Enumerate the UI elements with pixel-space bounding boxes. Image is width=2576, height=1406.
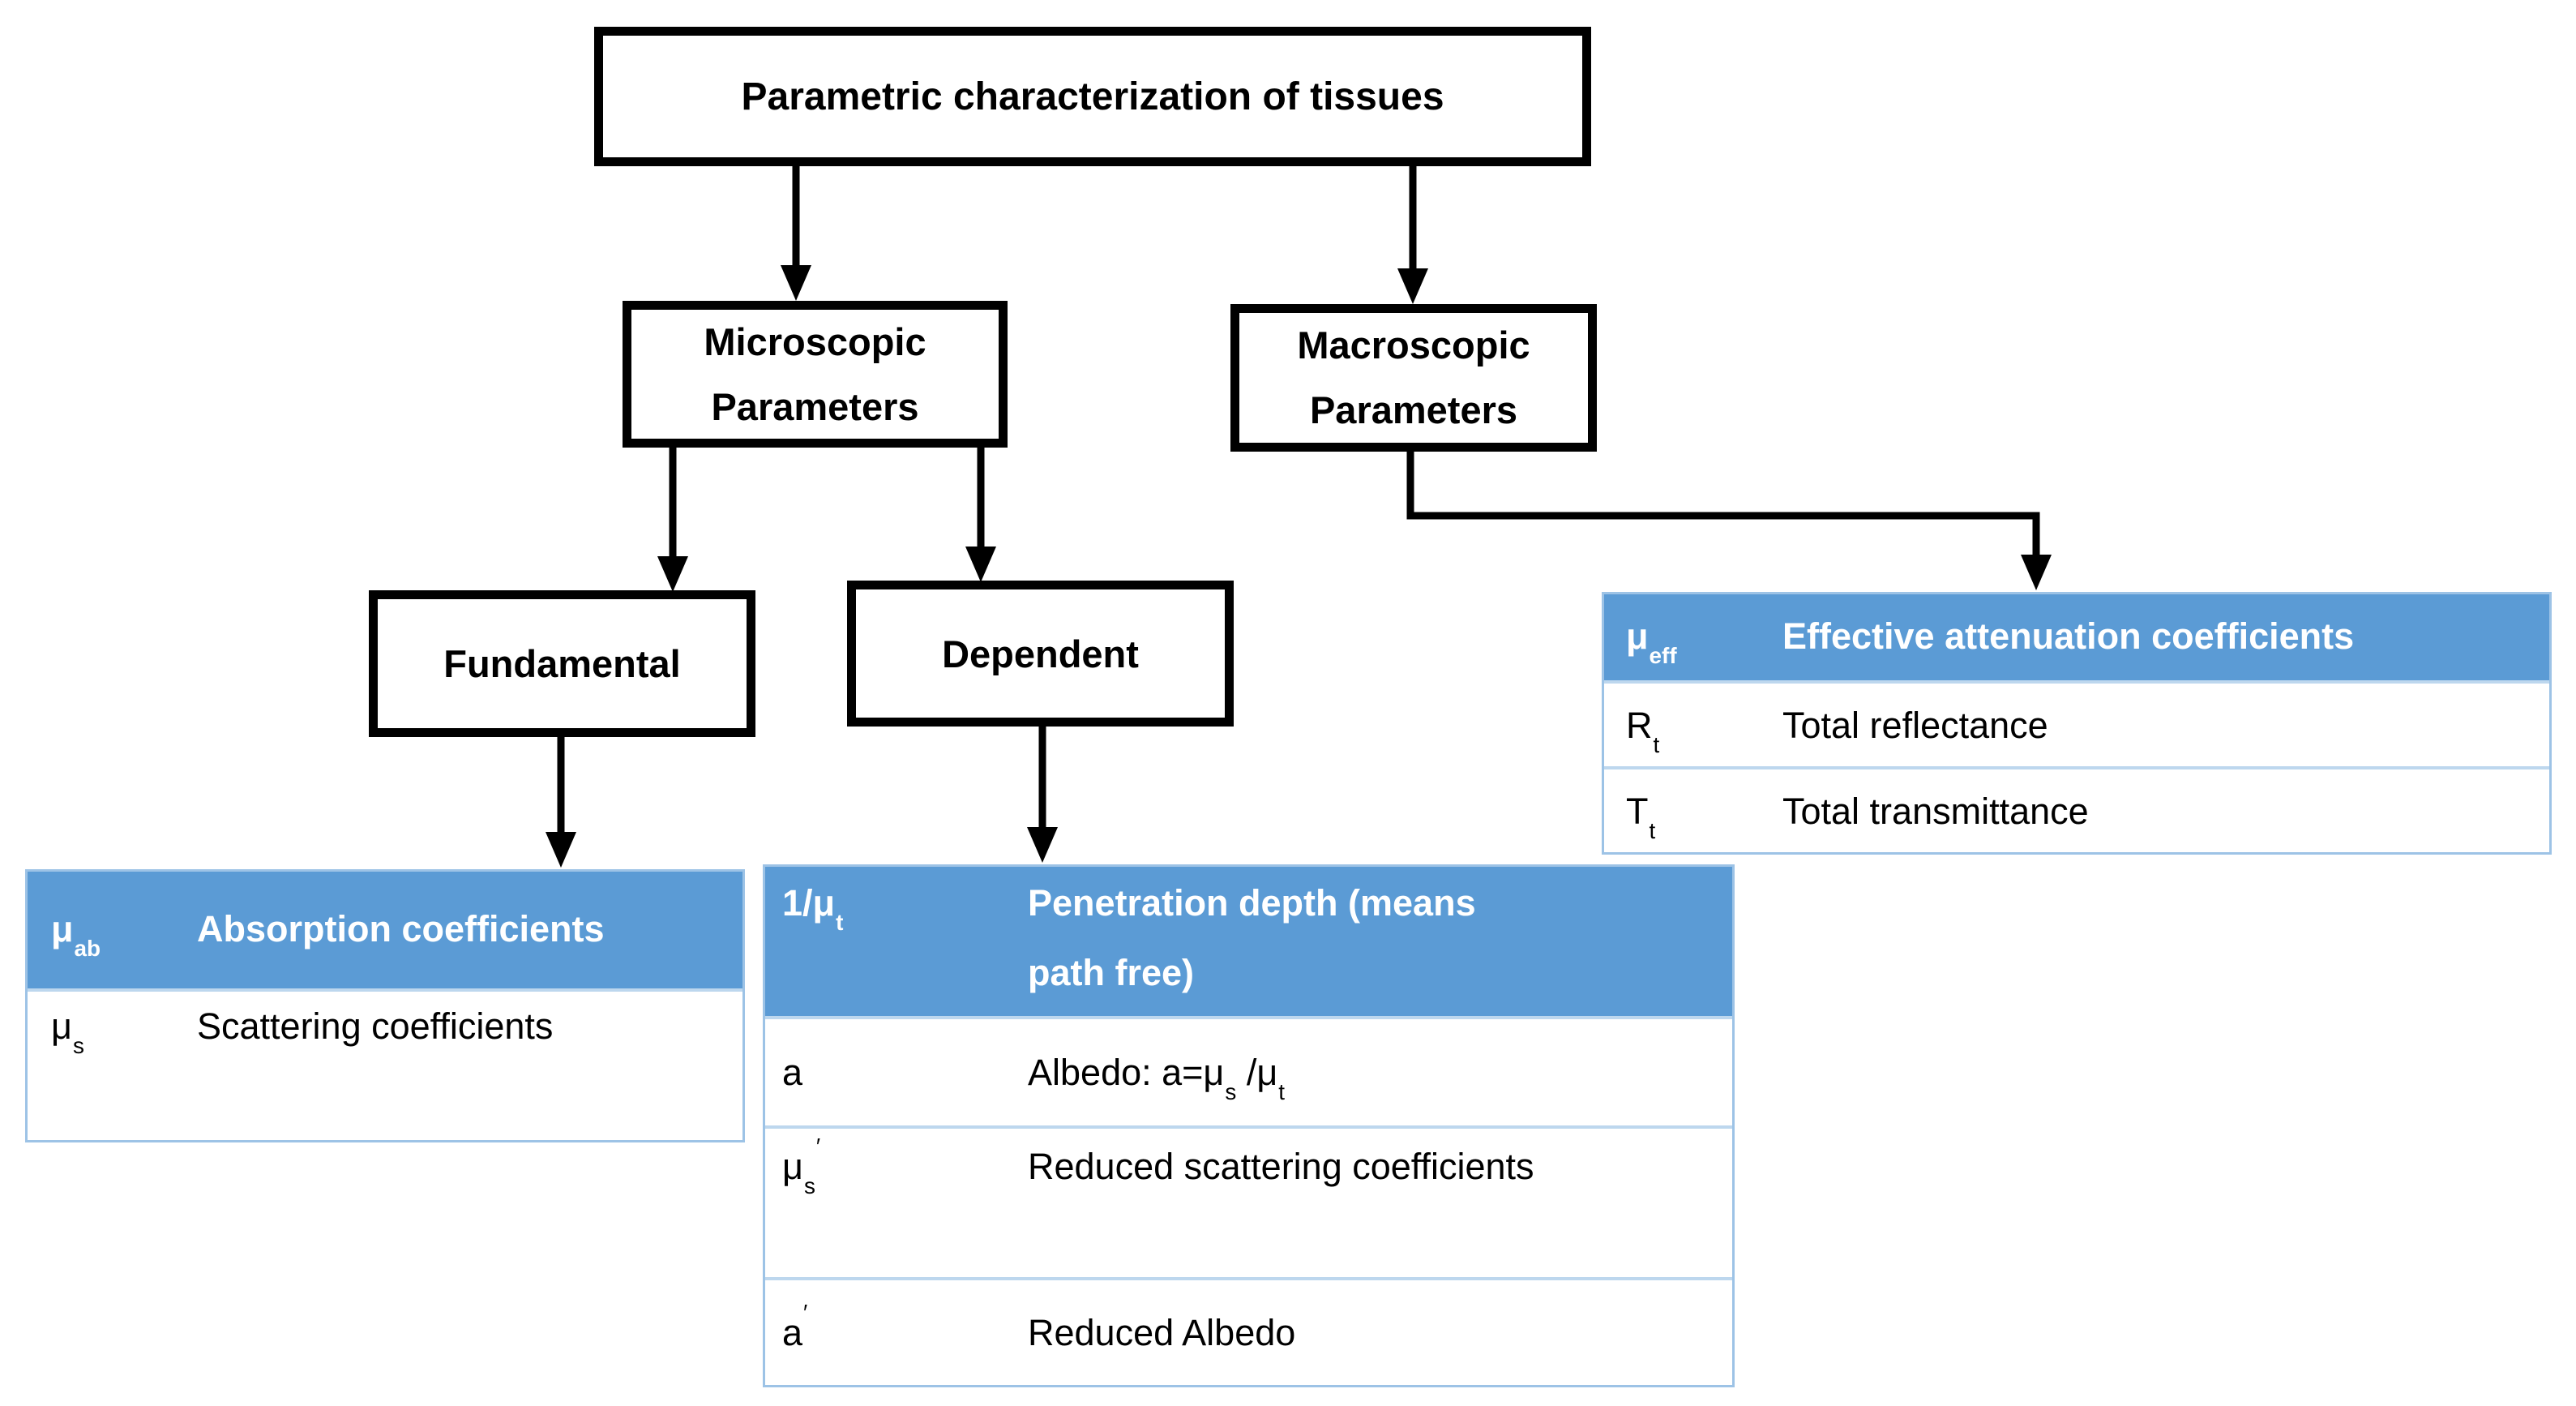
fundamental-box: Fundamental (369, 590, 755, 737)
symbol-cell: Rt (1626, 705, 1660, 757)
description-cell: Scattering coefficients (197, 1005, 554, 1047)
dependent-parameters-table: 1/μt Penetration depth (means path free)… (763, 864, 1735, 1387)
table-row: Tt Total transmittance (1604, 766, 2549, 852)
dependent-box: Dependent (847, 581, 1234, 727)
table-row: a Albedo: a=μs /μt (765, 1016, 1732, 1125)
description-cell: Effective attenuation coefficients (1782, 615, 2355, 657)
description-cell: Penetration depth (means path free) (1028, 882, 1476, 993)
connector-macroscopic-to-table (1406, 451, 2040, 560)
description-cell: Reduced scattering coefficients (1028, 1146, 1534, 1187)
symbol-cell: Tt (1626, 791, 1656, 843)
symbol-cell: μab (51, 908, 101, 961)
arrowhead (1397, 268, 1428, 304)
table-header-row: μab Absorption coefficients (28, 872, 742, 988)
symbol-cell: 1/μt (782, 882, 844, 935)
arrowhead (1027, 827, 1058, 863)
symbol-cell: a′ (782, 1299, 808, 1353)
arrowhead (546, 832, 576, 868)
table-row: Rt Total reflectance (1604, 680, 2549, 766)
description-cell: Albedo: a=μs /μt (1028, 1052, 1285, 1104)
microscopic-box-label: Microscopic Parameters (704, 319, 926, 428)
root-box-label: Parametric characterization of tissues (741, 75, 1444, 118)
arrowhead (2021, 555, 2052, 590)
macroscopic-parameters-box: Macroscopic Parameters (1230, 304, 1597, 452)
microscopic-parameters-box: Microscopic Parameters (623, 301, 1008, 448)
macroscopic-parameters-table: μeff Effective attenuation coefficients … (1602, 592, 2552, 855)
table-header-row: μeff Effective attenuation coefficients (1604, 594, 2549, 680)
table-row: μs′ Reduced scattering coefficients (765, 1125, 1732, 1277)
dependent-box-label: Dependent (942, 632, 1139, 675)
fundamental-parameters-table: μab Absorption coefficients μs Scatterin… (25, 869, 745, 1142)
arrowhead (657, 556, 688, 592)
description-cell: Total reflectance (1782, 705, 2048, 746)
fundamental-box-label: Fundamental (443, 642, 681, 685)
arrowhead (965, 547, 996, 582)
description-cell: Absorption coefficients (197, 908, 605, 949)
macroscopic-box-label: Macroscopic Parameters (1297, 324, 1530, 431)
table-row: a′ Reduced Albedo (765, 1277, 1732, 1385)
table-header-row: 1/μt Penetration depth (means path free) (765, 867, 1732, 1016)
arrowhead (781, 265, 811, 301)
description-cell: Total transmittance (1782, 791, 2089, 832)
symbol-cell: μeff (1626, 615, 1677, 668)
symbol-cell: a (782, 1052, 803, 1093)
table-row: μs Scattering coefficients (28, 988, 742, 1140)
root-box: Parametric characterization of tissues (594, 27, 1591, 166)
description-cell: Reduced Albedo (1028, 1312, 1296, 1353)
symbol-cell: μs (51, 1005, 84, 1058)
symbol-cell: μs′ (782, 1133, 821, 1198)
